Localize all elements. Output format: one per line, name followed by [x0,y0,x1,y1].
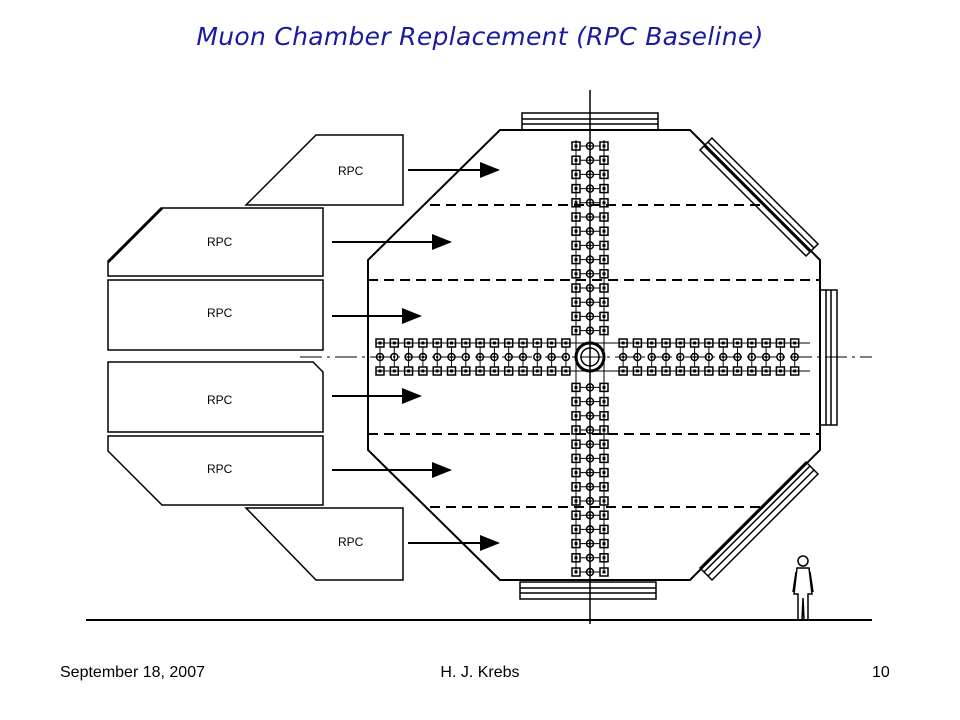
slide-title: Muon Chamber Replacement (RPC Baseline) [196,22,764,51]
rpc-chamber-3 [107,279,324,351]
right-end-plate [819,289,838,426]
beam-pipe [574,341,606,373]
upper-right-plate [698,136,820,258]
layer-dashes [368,204,820,508]
rpc-chamber-6 [244,507,404,581]
rpc-label-2: RPC [207,235,233,249]
rpc-label-3: RPC [207,306,233,320]
rpc-chamber-4 [107,361,324,433]
rpc-label-6: RPC [338,535,364,549]
footer-date: September 18, 2007 [60,664,205,681]
rpc-chamber-5 [107,435,324,506]
person-silhouette [792,555,814,621]
bottom-end-plate [519,581,657,600]
footer-author: H. J. Krebs [440,664,520,681]
footer-page-number: 10 [872,664,890,681]
octagon-detector [367,129,821,581]
lower-right-plate [698,460,820,582]
chamber-edge-highlight [106,206,164,264]
rpc-label-4: RPC [207,393,233,407]
vertical-cable-bundle [571,140,609,577]
rpc-chamber-1 [244,134,404,206]
rpc-label-5: RPC [207,462,233,476]
rpc-label-1: RPC [338,164,364,178]
top-end-plate [521,112,659,131]
